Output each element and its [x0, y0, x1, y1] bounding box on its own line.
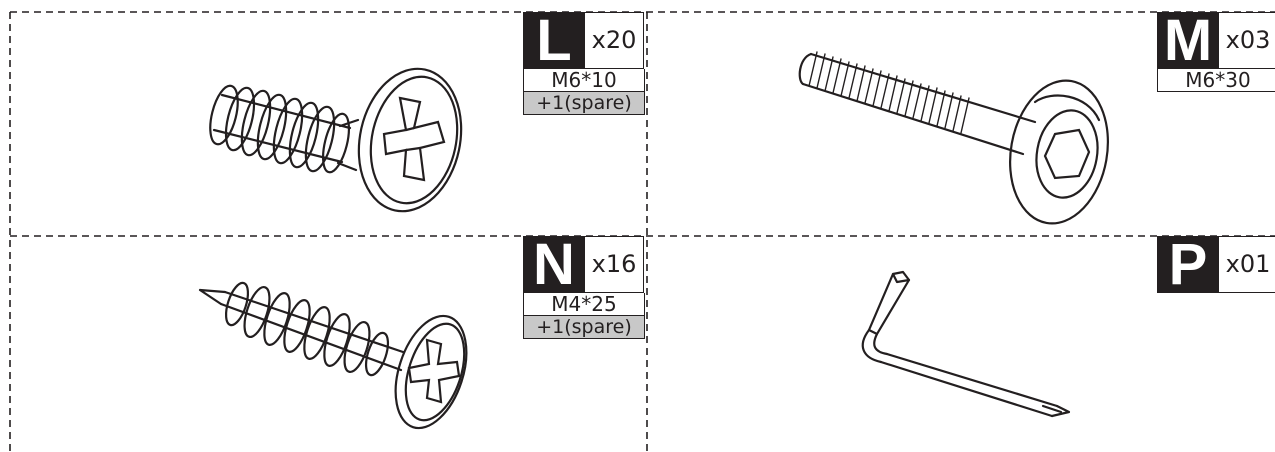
part-label-P: P x01: [1157, 236, 1275, 294]
part-quantity: x16: [585, 236, 644, 293]
phillips-wood-screw-icon: [198, 281, 468, 430]
part-cell-P: P x01: [647, 236, 1275, 452]
hex-socket-bolt-icon: [798, 51, 1109, 225]
part-letter: N: [523, 236, 585, 294]
part-spec: M6*30: [1157, 69, 1275, 92]
part-label-N: N x16 M4*25 +1(spare): [523, 236, 645, 339]
part-letter: L: [523, 12, 585, 70]
allen-key-icon: [861, 270, 1071, 418]
part-spec: M4*25: [523, 293, 645, 316]
part-label-L: L x20 M6*10 +1(spare): [523, 12, 645, 115]
part-quantity: x20: [585, 12, 644, 69]
part-label-M: M x03 M6*30: [1157, 12, 1275, 92]
part-spare-note: +1(spare): [523, 316, 645, 339]
part-letter: P: [1157, 236, 1219, 294]
part-letter: M: [1157, 12, 1219, 70]
part-cell-L: L x20 M6*10 +1(spare): [10, 12, 647, 236]
part-cell-N: N x16 M4*25 +1(spare): [10, 236, 647, 452]
phillips-flat-head-machine-screw-icon: [209, 67, 463, 213]
part-quantity: x03: [1219, 12, 1275, 69]
part-quantity: x01: [1219, 236, 1275, 293]
part-spec: M6*10: [523, 69, 645, 92]
part-cell-M: M x03 M6*30: [647, 12, 1275, 236]
part-spare-note: +1(spare): [523, 92, 645, 115]
